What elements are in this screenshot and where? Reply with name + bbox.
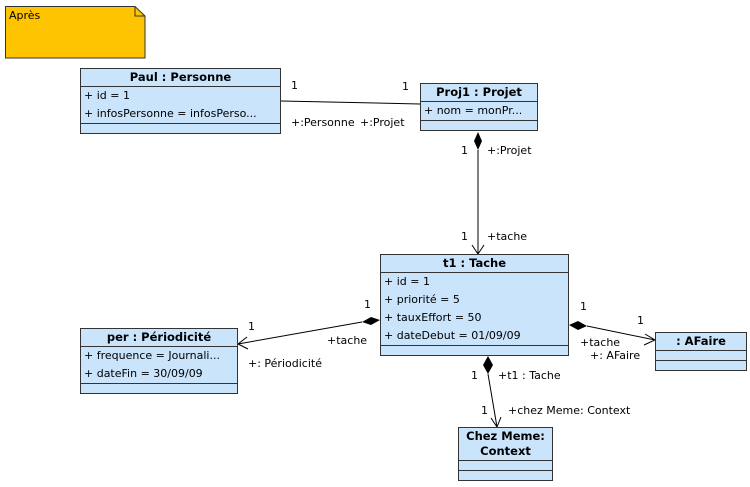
class-attributes: + frequence = Journali... + dateFin = 30…: [81, 347, 237, 384]
link-tache-afaire: [586, 325, 656, 341]
role-label: +:Projet: [487, 144, 532, 157]
class-paul-personne[interactable]: Paul : Personne + id = 1 + infosPersonne…: [80, 68, 281, 134]
note-shape: [5, 6, 146, 59]
composition-diamond-chez: [483, 356, 493, 374]
composition-diamond-projet: [474, 132, 482, 150]
attribute: + id = 1: [84, 89, 130, 102]
arrowhead-per: [237, 336, 249, 350]
attribute: + dateDebut = 01/09/09: [384, 329, 521, 342]
class-attributes: + id = 1 + infosPersonne = infosPerso...: [81, 87, 280, 124]
link-tache-per: [237, 321, 363, 345]
class-attributes: + id = 1 + priorité = 5 + tauxEffort = 5…: [381, 273, 568, 346]
class-proj1-projet[interactable]: Proj1 : Projet + nom = monPr...: [420, 83, 538, 131]
multiplicity-label: 1: [461, 144, 468, 157]
class-title: : AFaire: [656, 333, 746, 351]
composition-diamond-per: [362, 317, 380, 325]
class-afaire[interactable]: : AFaire: [655, 332, 747, 371]
role-label: +: AFaire: [590, 349, 641, 362]
multiplicity-label: 1: [461, 230, 468, 243]
role-label: +: Périodicité: [248, 357, 322, 370]
role-label: +t1 : Tache: [498, 369, 561, 382]
link-personne-projet: [280, 100, 421, 105]
class-attributes: [459, 461, 552, 471]
attribute: + frequence = Journali...: [84, 349, 220, 362]
role-label: +chez Meme: Context: [508, 404, 631, 417]
attribute: + id = 1: [384, 275, 430, 288]
multiplicity-label: 1: [291, 79, 298, 92]
multiplicity-label: 1: [580, 300, 587, 313]
role-label: +tache: [327, 334, 368, 347]
multiplicity-label: 1: [248, 320, 255, 333]
class-operations: [421, 121, 537, 130]
role-label: +tache: [580, 336, 621, 349]
multiplicity-label: 1: [471, 369, 478, 382]
class-operations: [81, 124, 280, 133]
note: Après: [5, 6, 146, 59]
class-operations: [81, 384, 237, 393]
attribute: + tauxEffort = 50: [384, 311, 482, 324]
class-title-line: Context: [480, 444, 531, 458]
multiplicity-label: 1: [402, 80, 409, 93]
multiplicity-label: 1: [481, 404, 488, 417]
role-label: +tache: [487, 230, 528, 243]
role-label: +:Projet: [360, 116, 405, 129]
attribute: + priorité = 5: [384, 293, 460, 306]
class-title-line: Chez Meme:: [466, 429, 545, 443]
class-operations: [656, 361, 746, 370]
note-text: Après: [9, 9, 41, 22]
link-tache-chez: [487, 373, 498, 428]
multiplicity-label: 1: [637, 314, 644, 327]
role-label: +:Personne: [291, 116, 355, 129]
attribute: + dateFin = 30/09/09: [84, 367, 203, 380]
class-attributes: + nom = monPr...: [421, 102, 537, 121]
class-chez-meme-context[interactable]: Chez Meme: Context: [458, 427, 553, 481]
attribute: + infosPersonne = infosPerso...: [84, 107, 257, 120]
attribute: + nom = monPr...: [424, 104, 523, 117]
class-operations: [381, 346, 568, 355]
arrowhead-afaire: [643, 333, 657, 346]
class-operations: [459, 471, 552, 480]
class-per-periodicite[interactable]: per : Périodicité + frequence = Journali…: [80, 328, 238, 394]
class-title: Chez Meme: Context: [459, 428, 552, 461]
class-title: Paul : Personne: [81, 69, 280, 87]
class-title: Proj1 : Projet: [421, 84, 537, 102]
multiplicity-label: 1: [364, 298, 371, 311]
class-title: t1 : Tache: [381, 255, 568, 273]
class-attributes: [656, 351, 746, 361]
composition-diamond-afaire: [569, 321, 587, 330]
class-t1-tache[interactable]: t1 : Tache + id = 1 + priorité = 5 + tau…: [380, 254, 569, 356]
class-title: per : Périodicité: [81, 329, 237, 347]
